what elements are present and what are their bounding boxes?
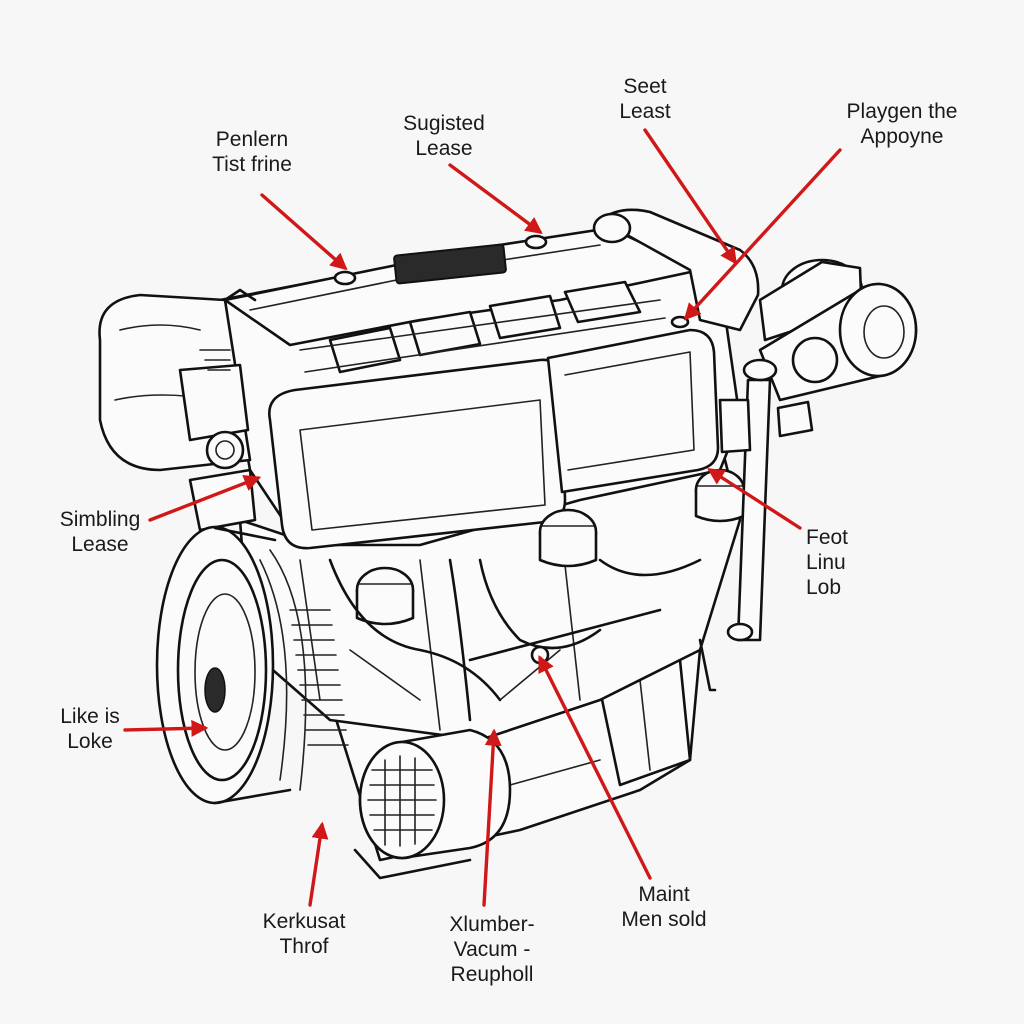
callout-feot-line3: Lob [806, 576, 842, 599]
callout-playgen-line2: Appoyne [860, 125, 944, 148]
callout-like-line2: Loke [67, 730, 113, 753]
arrow-seet [643, 128, 737, 265]
callout-kerkusat-line2: Throf [279, 935, 329, 958]
callout-kerkusat: Kerkusat Throf [263, 909, 346, 959]
callout-like-line1: Like is [60, 705, 120, 728]
arrow-simbling [148, 475, 262, 522]
arrow-kerkusat [308, 821, 329, 907]
callout-kerkusat-line1: Kerkusat [262, 910, 346, 933]
callout-sugisted-line1: Sugisted [403, 112, 485, 135]
callout-penlern-line1: Penlern [215, 128, 289, 151]
callout-maint-line2: Men sold [621, 908, 707, 931]
arrow-playgen [683, 148, 842, 321]
arrow-xlumber [482, 728, 502, 907]
turbo-pipes [592, 208, 918, 692]
callout-penlern: Penlern Tist frine [212, 127, 292, 177]
valve-cover-slots [299, 280, 666, 374]
callout-like: Like is Loke [60, 704, 120, 754]
callout-playgen: Playgen the Appoyne [847, 99, 958, 149]
callout-sugisted-line2: Lease [415, 137, 473, 160]
callout-playgen-line1: Playgen the [846, 100, 958, 123]
callout-xlumber-line3: Reupholl [450, 963, 534, 986]
callout-feot-line2: Linu [806, 551, 846, 574]
callout-feot: Feot Linu Lob [806, 525, 848, 600]
callout-seet-line1: Seet [623, 75, 667, 98]
engine-block [218, 226, 742, 862]
callout-penlern-line2: Tist frine [212, 153, 292, 176]
callout-xlumber-line1: Xlumber- [449, 913, 535, 936]
callout-simbling: Simbling Lease [60, 507, 141, 557]
callout-xlumber-line2: Vacum - [453, 938, 531, 961]
callout-simbling-line1: Simbling [59, 508, 141, 531]
arrow-like [123, 719, 209, 737]
arrow-feot [707, 468, 802, 530]
callout-simbling-line2: Lease [71, 533, 129, 556]
callout-seet-line2: Least [619, 100, 671, 123]
starter-motor [353, 728, 512, 880]
callout-sugisted: Sugisted Lease [403, 111, 485, 161]
callout-seet: Seet Least [619, 74, 670, 124]
callout-maint-line1: Maint [638, 883, 690, 906]
arrow-maint [538, 654, 652, 880]
engine-badge [393, 243, 507, 285]
callout-maint: Maint Men sold [621, 882, 706, 932]
arrow-sugisted [448, 163, 543, 235]
callout-feot-line1: Feot [806, 526, 849, 549]
arrow-penlern [260, 193, 348, 271]
callout-xlumber: Xlumber- Vacum - Reupholl [449, 912, 534, 987]
injectors [328, 468, 746, 722]
